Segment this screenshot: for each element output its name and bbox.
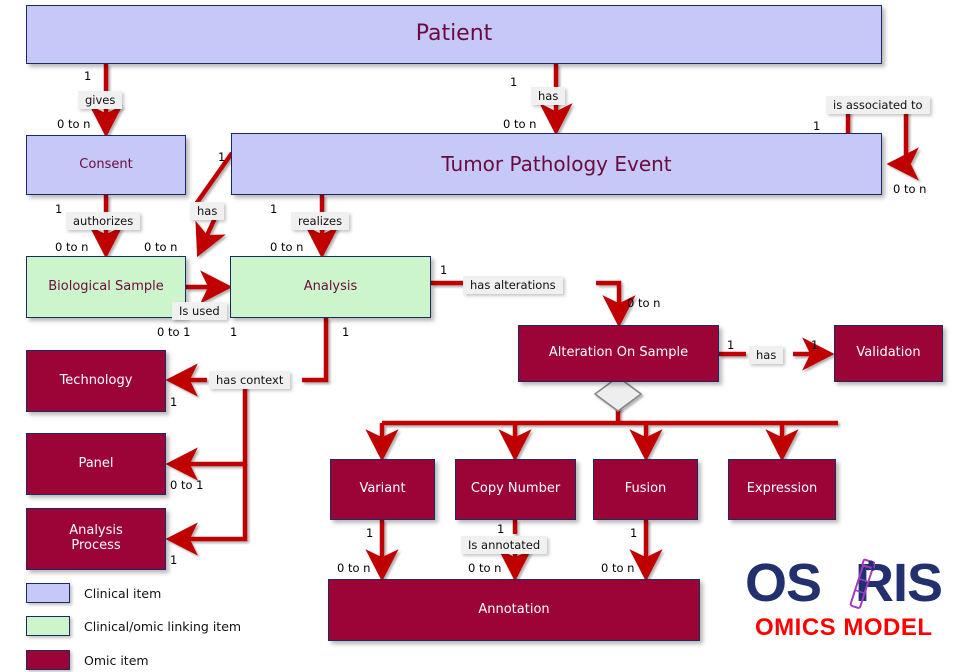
cardinality-c8: 1 [55,202,63,216]
edge-label-realizes: realizes [291,212,350,230]
cardinality-c25: 1 [630,526,638,540]
cardinality-c20: 1 [170,553,178,567]
cardinality-c13: 0 to 1 [157,325,191,339]
edge-label-has-patient-tpe: has [531,87,566,105]
cardinality-c16: 1 [440,263,448,277]
cardinality-c12: 0 to n [270,240,304,254]
legend-label-omic: Omic item [84,652,149,668]
edge-label-has-consent-bio: has [190,202,225,220]
test-tube-icon [849,558,875,609]
legend-row-omic: Omic item [26,650,149,670]
cardinality-c14: 1 [230,325,238,339]
cardinality-c28: 0 to n [601,561,635,575]
node-analysisproc[interactable]: Analysis Process [26,508,166,570]
aggregation-diamond [593,376,643,412]
cardinality-c1: 1 [84,69,92,83]
legend-swatch-clinical [26,583,70,603]
edge-label-has-alterations: has alterations [463,276,563,294]
edge-label-gives: gives [78,91,123,109]
cardinality-c10: 0 to n [144,240,178,254]
cardinality-c24: 1 [497,522,505,536]
cardinality-c21: 1 [727,338,735,352]
node-panel[interactable]: Panel [26,433,166,495]
node-copynumber[interactable]: Copy Number [455,459,576,520]
cardinality-c5: 1 [813,119,821,133]
node-fusion[interactable]: Fusion [593,459,698,520]
edge-label-authorizes: authorizes [66,212,141,230]
node-annotation[interactable]: Annotation [328,579,700,641]
cardinality-c23: 1 [366,526,374,540]
legend-swatch-omic [26,650,70,670]
edge-label-has-aos-val: has [749,346,784,364]
cardinality-c27: 0 to n [468,561,502,575]
logo-subtitle: OMICS MODEL [755,614,933,641]
cardinality-c18: 1 [170,395,178,409]
cardinality-c22: 1 [811,338,819,352]
cardinality-c6: 0 to n [893,182,927,196]
cardinality-c9: 0 to n [55,240,89,254]
edge-label-is-used: Is used [172,302,227,320]
node-technology[interactable]: Technology [26,350,166,412]
edge-label-has-context: has context [209,371,291,389]
cardinality-c4: 0 to n [503,117,537,131]
cardinality-c19: 0 to 1 [170,478,204,492]
node-variant[interactable]: Variant [330,459,435,520]
legend-row-clinical: Clinical item [26,583,161,603]
node-expression[interactable]: Expression [728,459,836,520]
node-aos[interactable]: Alteration On Sample [518,325,719,382]
cardinality-c26: 0 to n [337,561,371,575]
node-biosample[interactable]: Biological Sample [26,256,186,318]
node-analysis[interactable]: Analysis [230,256,431,318]
node-tpe[interactable]: Tumor Pathology Event [231,133,882,195]
cardinality-c3: 1 [510,75,518,89]
cardinality-c11: 1 [270,202,278,216]
edge-label-is-associated-to: is associated to [826,96,930,114]
node-consent[interactable]: Consent [26,135,186,195]
cardinality-c15: 1 [342,325,350,339]
legend-swatch-linking [26,616,70,636]
node-validation[interactable]: Validation [834,325,943,382]
legend-row-linking: Clinical/omic linking item [26,616,241,636]
logo-word-left: OS [745,553,822,613]
legend-label-linking: Clinical/omic linking item [84,618,242,634]
cardinality-c17: 0 to n [627,296,661,310]
node-patient[interactable]: Patient [26,5,882,64]
cardinality-c2: 0 to n [57,117,91,131]
legend-label-clinical: Clinical item [84,585,162,601]
edge-label-is-annotated: Is annotated [461,536,548,554]
cardinality-c7: 1 [218,150,226,164]
